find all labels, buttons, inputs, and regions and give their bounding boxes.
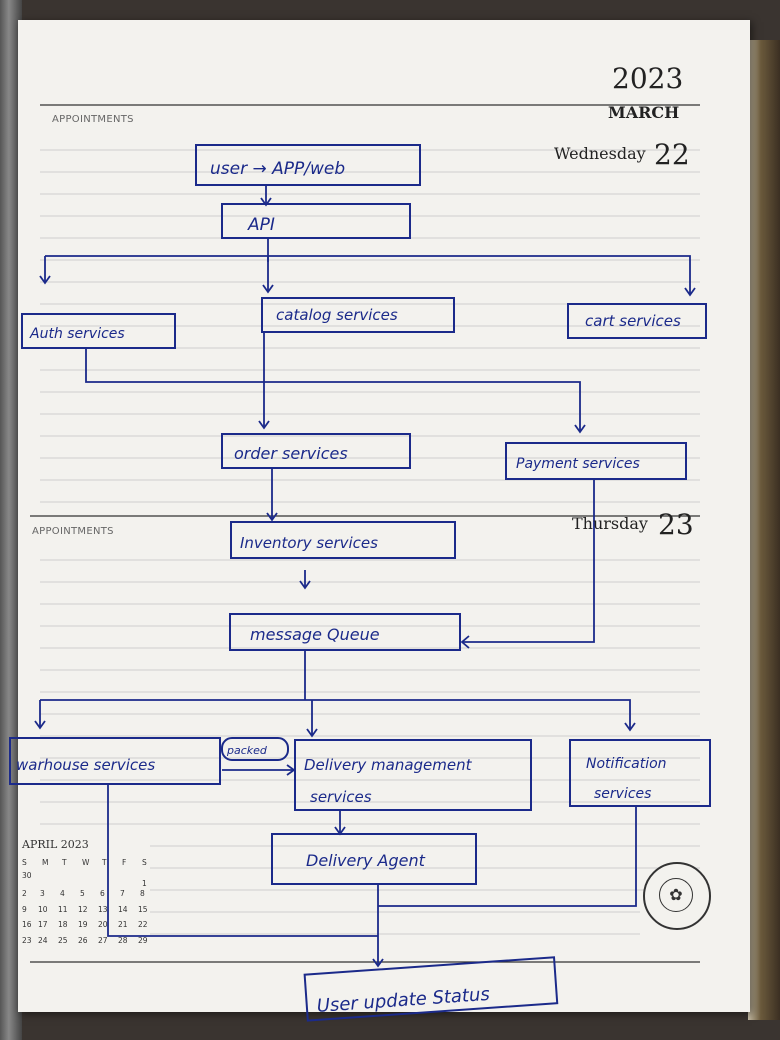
box-api: [221, 203, 411, 239]
label-user-update: User update Status: [316, 984, 490, 1017]
label-queue: message Queue: [250, 625, 380, 644]
box-catalog: [261, 297, 455, 333]
label-order: order services: [234, 444, 348, 463]
label-cart: cart services: [585, 312, 681, 330]
label-user: user → APP/web: [210, 159, 345, 179]
planner-year: 2023: [612, 62, 684, 95]
day2-number: 23: [658, 508, 694, 541]
box-delivery-management: [294, 739, 532, 811]
box-order: [221, 433, 411, 469]
notebook-spine: [0, 0, 22, 1040]
label-api: API: [247, 215, 275, 235]
label-delivery-management-2: services: [310, 788, 372, 806]
calendar-title: APRIL 2023: [22, 838, 89, 851]
label-notification-1: Notification: [586, 756, 667, 772]
box-payment: [505, 442, 687, 480]
label-payment: Payment services: [516, 456, 640, 472]
label-catalog: catalog services: [276, 306, 398, 324]
box-inventory: [230, 521, 456, 559]
notebook-edge: [748, 40, 780, 1020]
box-queue: [229, 613, 461, 651]
arrow-heads: [34, 197, 696, 968]
box-delivery-agent: [271, 833, 477, 885]
box-user-update: [303, 956, 559, 1022]
federation-seal-logo: ✿: [643, 862, 711, 930]
day2-name: Thursday: [572, 514, 648, 533]
box-packed: [221, 737, 289, 761]
appointments-label-1: APPOINTMENTS: [52, 114, 134, 125]
section-rules: [30, 104, 700, 963]
box-notification: [569, 739, 711, 807]
label-auth: Auth services: [29, 326, 125, 342]
label-delivery-management-1: Delivery management: [304, 756, 473, 774]
label-delivery-agent: Delivery Agent: [306, 851, 426, 870]
box-auth: [21, 313, 176, 349]
box-user: [195, 144, 421, 186]
label-inventory: Inventory services: [240, 534, 378, 552]
label-packed: packed: [226, 744, 268, 757]
appointments-label-2: APPOINTMENTS: [32, 526, 114, 537]
box-cart: [567, 303, 707, 339]
label-warehouse: warhouse services: [16, 756, 155, 774]
diagram-boxes: [9, 144, 711, 1022]
diagram-connectors: [39, 185, 691, 966]
day1-number: 22: [654, 138, 690, 171]
planner-month: MARCH: [608, 103, 680, 122]
label-notification-2: services: [594, 786, 651, 802]
seal-hands-icon: ✿: [659, 878, 693, 912]
day1-name: Wednesday: [554, 144, 646, 163]
ruled-lines: [40, 149, 700, 935]
box-warehouse: [9, 737, 221, 785]
